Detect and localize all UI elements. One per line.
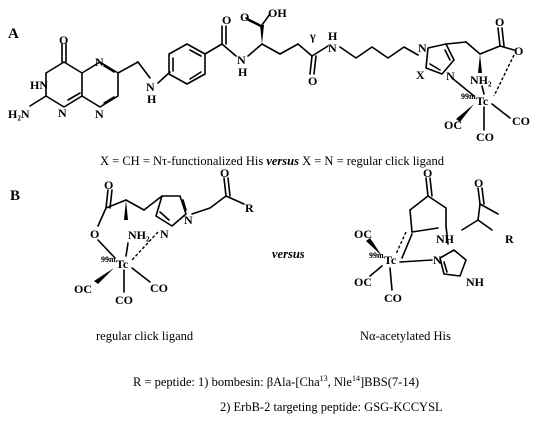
butyl-chain xyxy=(339,46,419,59)
atom-co: CO xyxy=(384,291,402,305)
atom-oxygen: O xyxy=(423,166,432,180)
pterin-ring-system xyxy=(29,43,151,108)
triazole-atom-labels: N N X O O NH₂ xyxy=(416,15,523,87)
atom-oxygen: O xyxy=(240,10,249,24)
atom-nitrogen: N xyxy=(95,107,104,121)
atom-nitrogen: N xyxy=(146,80,155,94)
panel-a-label: A xyxy=(8,26,19,42)
technetium-atom: Tc xyxy=(476,94,489,108)
r-definition-line-2: 2) ErbB-2 targeting peptide: GSG-KCCYSL xyxy=(220,400,443,414)
panel-b-label: B xyxy=(10,188,20,204)
atom-nitrogen: N xyxy=(418,41,427,55)
click-ligand-atom-labels: O O NH₂ N N O R xyxy=(90,166,254,242)
atom-co: CO xyxy=(476,130,494,144)
isotope-label: 99m xyxy=(461,92,476,101)
atom-nh2: NH₂ xyxy=(128,228,150,242)
pterin-atom-labels: O HN H₂N N N N N H xyxy=(8,33,157,121)
atom-nh2: NH₂ xyxy=(470,73,492,87)
glutamate-linker xyxy=(245,13,329,75)
atom-nitrogen: N xyxy=(95,55,104,69)
atom-oxygen: O xyxy=(220,166,229,180)
atom-nitrogen: N xyxy=(184,213,193,227)
atom-oxygen: O xyxy=(104,178,113,192)
r-definition-line-1: R = peptide: 1) bombesin: βAla-[Cha13, N… xyxy=(133,374,419,389)
atom-oxygen: O xyxy=(222,13,231,27)
atom-oc: OC xyxy=(444,118,462,132)
glutamate-atom-labels: O N H O OH γ O N H xyxy=(222,6,338,88)
tc-tricarbonyl-core-a: 99m Tc OC CO CO xyxy=(444,54,530,144)
atom-nitrogen: N xyxy=(446,69,455,83)
atom-oxygen: O xyxy=(495,15,504,29)
atom-x: X xyxy=(416,68,425,82)
triazole-ring xyxy=(425,27,515,75)
atom-oc: OC xyxy=(354,275,372,289)
acetylated-his-atom-labels: O O R NH N NH xyxy=(423,166,514,289)
atom-hydrogen: H xyxy=(328,29,338,43)
atom-oxygen: O xyxy=(90,227,99,241)
atom-hydrogen: H xyxy=(147,92,157,106)
atom-nitrogen: N xyxy=(433,253,442,267)
atom-nitrogen: N xyxy=(160,227,169,241)
atom-oxygen: O xyxy=(474,176,483,190)
atom-oc: OC xyxy=(74,282,92,296)
benzoyl-ring xyxy=(157,25,237,85)
tc-tricarbonyl-core-right: OC 99m Tc OC CO xyxy=(354,227,433,305)
atom-co: CO xyxy=(115,293,133,307)
technetium-atom: Tc xyxy=(384,253,397,267)
click-ligand-structure xyxy=(97,177,245,227)
label-acetylated-his: Nα-acetylated His xyxy=(360,329,451,343)
atom-nitrogen: N xyxy=(237,53,246,67)
atom-hydrogen: H xyxy=(238,65,248,79)
versus-label: versus xyxy=(272,247,305,261)
atom-hydroxyl: OH xyxy=(268,6,287,20)
atom-oxygen: O xyxy=(59,33,68,47)
caption-a: X = CH = Nτ-functionalized His versus X … xyxy=(100,154,445,168)
atom-oxygen: O xyxy=(308,74,317,88)
atom-oc: OC xyxy=(354,227,372,241)
gamma-label: γ xyxy=(309,29,316,43)
acetylated-his-structure xyxy=(409,177,499,277)
tc-tricarbonyl-core-left: 99m Tc OC CO CO xyxy=(74,231,168,307)
atom-oxygen: O xyxy=(514,44,523,58)
atom-co: CO xyxy=(150,281,168,295)
isotope-label: 99m xyxy=(101,255,116,264)
atom-nitrogen: N xyxy=(58,106,67,120)
atom-nh: NH xyxy=(466,275,485,289)
atom-nh: NH xyxy=(436,232,455,246)
label-regular-click-ligand: regular click ligand xyxy=(96,329,194,343)
atom-co: CO xyxy=(512,114,530,128)
isotope-label: 99m xyxy=(369,251,384,260)
atom-nitrogen: N xyxy=(328,41,337,55)
atom-r: R xyxy=(245,201,254,215)
atom-r: R xyxy=(505,232,514,246)
atom-hn: HN xyxy=(30,78,48,92)
atom-h2n: H₂N xyxy=(8,107,30,121)
technetium-atom: Tc xyxy=(116,257,129,271)
